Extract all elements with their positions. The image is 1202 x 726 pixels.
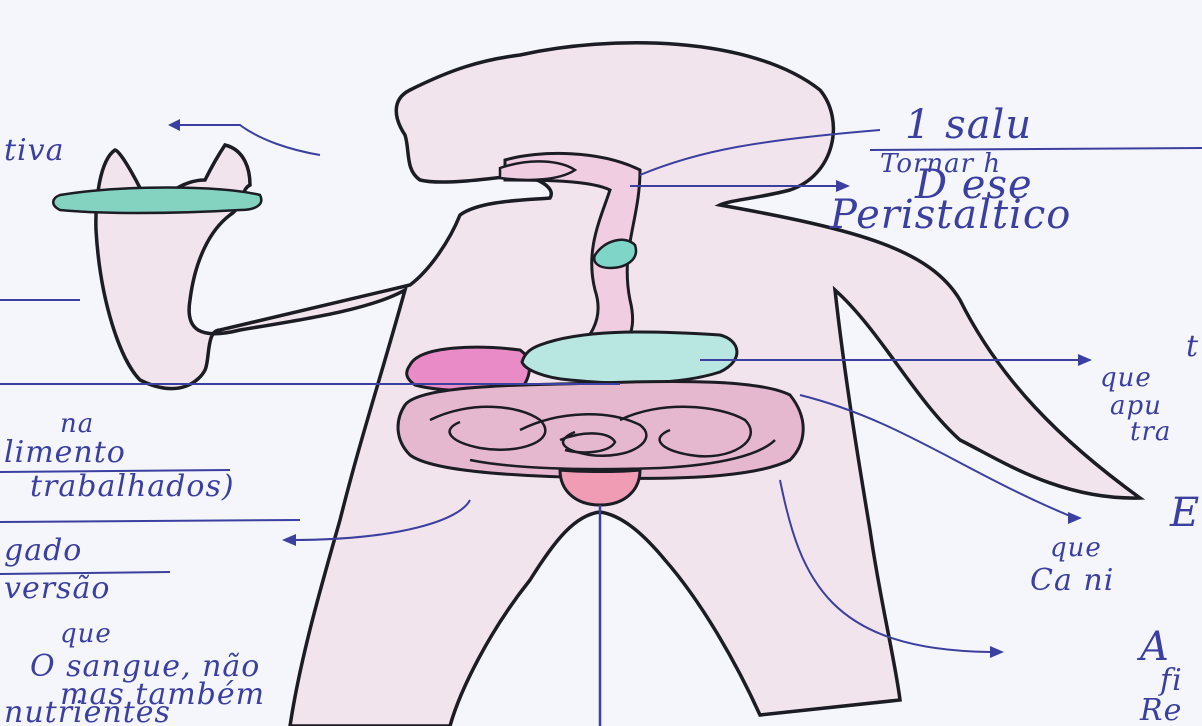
annotation-right-t: t: [1186, 329, 1199, 364]
arrow-left-icon: [282, 534, 296, 546]
annotation-left-nutrientes: nutrientes: [4, 695, 171, 726]
wrist-band: [53, 188, 261, 214]
annotation-right-bottom-3: Re: [1139, 693, 1182, 726]
annotation-left-que: que: [60, 619, 112, 649]
annotation-left-top: tiva: [4, 133, 64, 168]
arrow-right-icon: [990, 646, 1004, 658]
annotation-left-versao: versão: [4, 571, 110, 606]
large-intestine: [398, 381, 803, 478]
annotation-left-gado: gado: [4, 533, 82, 568]
annotation-left-trabalhados: trabalhados): [30, 469, 235, 504]
annotation-right-q3: tra: [1130, 417, 1171, 447]
annotation-right-ca: Ca ni: [1030, 563, 1114, 598]
arrow-right-icon: [836, 180, 850, 192]
annotation-right-e: E: [1169, 490, 1200, 536]
annotation-right-que: que: [1050, 533, 1102, 563]
annotation-right-q1: que: [1100, 363, 1152, 393]
annotation-left-limento: limento: [4, 435, 126, 470]
annotation-top-right-1: 1 salu: [905, 102, 1032, 148]
arrow-left-icon: [168, 119, 180, 131]
annotation-mid-right-2: Peristaltico: [829, 192, 1071, 238]
arrow-right-icon: [1078, 354, 1092, 366]
arrow-right-icon: [1068, 512, 1082, 524]
stomach: [522, 332, 737, 383]
